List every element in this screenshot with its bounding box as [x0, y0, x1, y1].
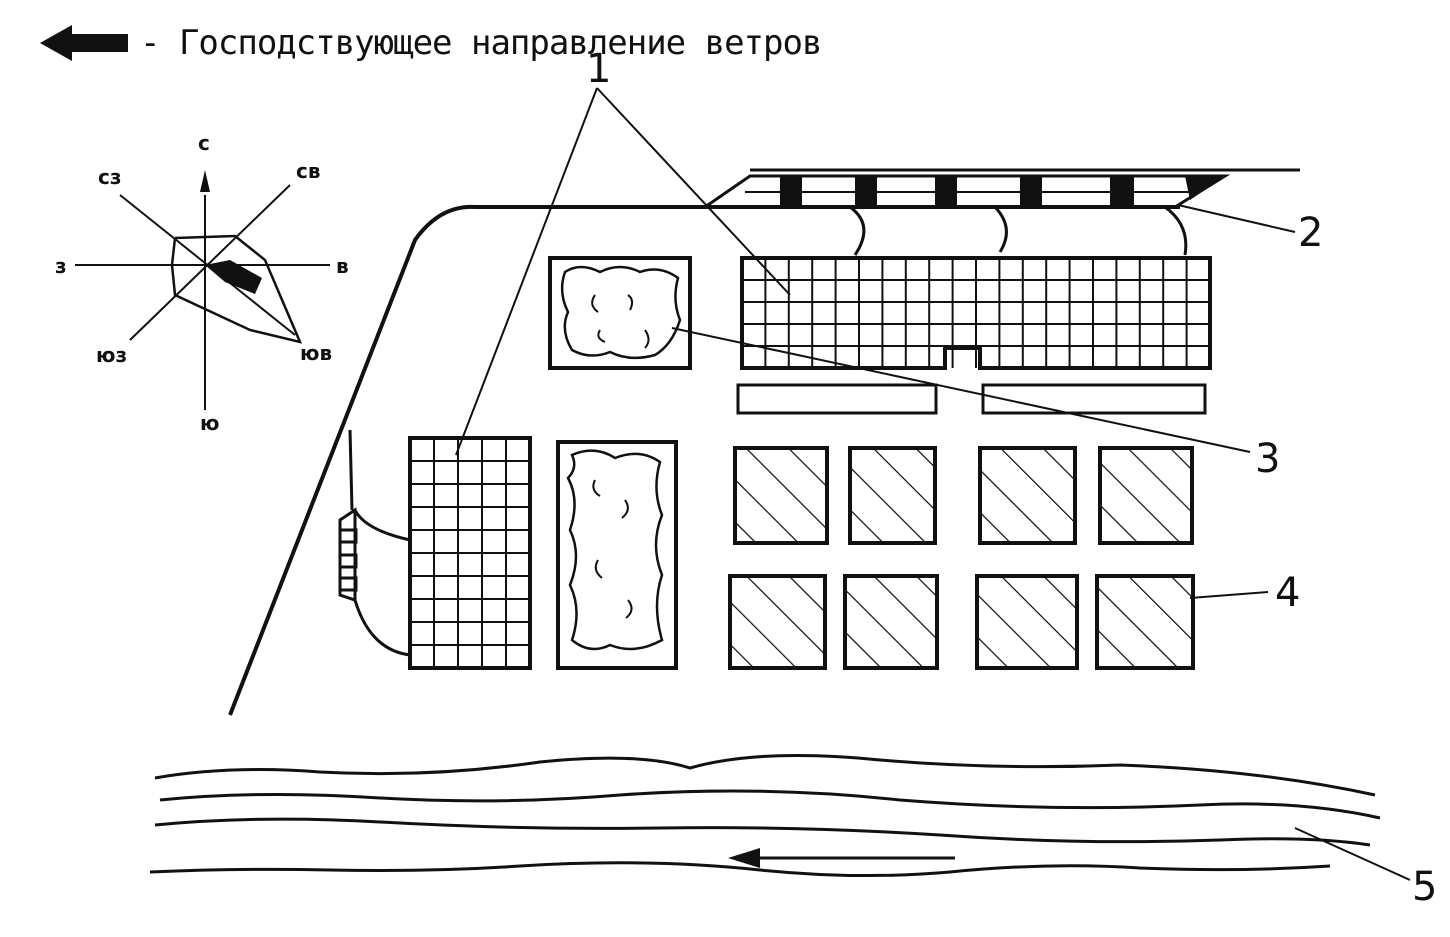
compass-s: ю	[200, 411, 219, 435]
hatched-building	[1098, 446, 1194, 545]
building-grid-left	[408, 436, 532, 670]
river	[149, 754, 1381, 878]
legend-text: - Господствующее направление ветров	[140, 23, 822, 63]
compass-n: с	[198, 131, 210, 155]
strip-right	[981, 383, 1207, 415]
hatched-building	[978, 446, 1077, 545]
hatched-building	[848, 446, 937, 545]
callout-5: 5	[1412, 864, 1437, 910]
hatched-building	[975, 574, 1079, 670]
compass-nw: сз	[98, 165, 121, 189]
compass-sw: юз	[96, 343, 127, 367]
hatched-building	[733, 446, 829, 545]
compass-w: з	[55, 254, 67, 278]
callout-2: 2	[1298, 210, 1323, 256]
compass-e: в	[336, 254, 349, 278]
connector	[849, 205, 866, 256]
wind-arrow-icon	[205, 260, 262, 294]
legend: - Господствующее направление ветров	[40, 18, 822, 68]
green-area-top	[548, 256, 692, 370]
road	[700, 168, 1300, 209]
side-entry	[338, 429, 411, 657]
building-grid-top	[740, 256, 1212, 370]
hatched-building	[1095, 574, 1195, 670]
river-flow-arrow-icon	[728, 848, 760, 868]
site-boundary	[228, 204, 1180, 716]
green-area-middle	[556, 440, 678, 670]
hatched-building	[728, 574, 827, 670]
callout-1: 1	[586, 46, 611, 92]
wind-arrow-icon	[40, 25, 128, 61]
callout-lines	[455, 87, 1411, 881]
compass-se: юв	[300, 341, 332, 365]
callout-3: 3	[1255, 436, 1280, 482]
connector	[1164, 205, 1188, 256]
hatched-building	[843, 574, 939, 670]
strip-left	[736, 383, 938, 415]
callout-4: 4	[1275, 570, 1300, 616]
hatched-buildings	[728, 446, 1195, 670]
compass-ne: св	[296, 159, 321, 183]
connector	[993, 205, 1008, 253]
wind-rose: с ю з в сз св юз юв	[55, 131, 349, 435]
